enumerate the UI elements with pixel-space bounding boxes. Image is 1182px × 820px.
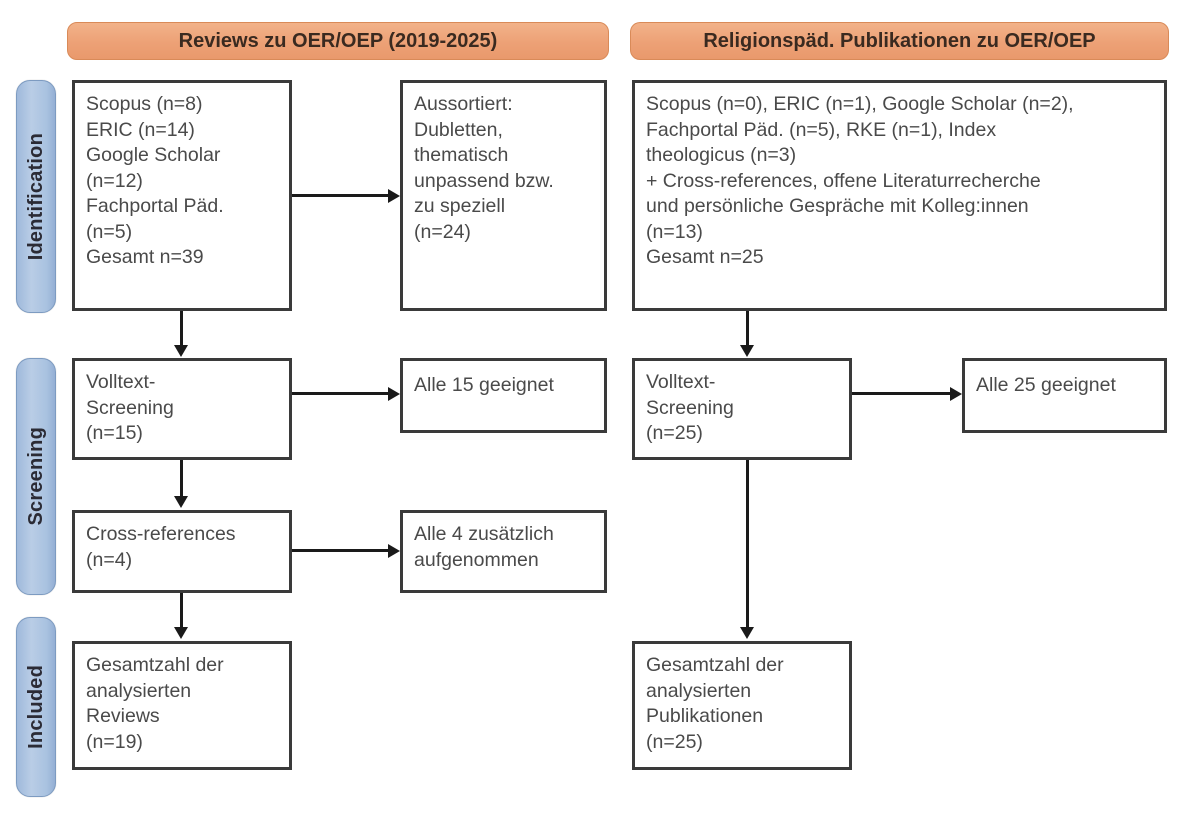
stage-label-included-text: Included xyxy=(24,665,47,749)
connector-right-screening-to-included xyxy=(746,460,749,629)
connector-left-crossrefs-to-included xyxy=(180,593,183,629)
stage-label-screening-text: Screening xyxy=(24,427,47,526)
connector-left-crossrefs-to-out xyxy=(292,549,388,552)
connector-left-screening-to-crossrefs xyxy=(180,460,183,498)
box-left-crossrefs-out-text: Alle 4 zusätzlich aufgenommen xyxy=(414,523,554,571)
box-left-screening-out-text: Alle 15 geeignet xyxy=(414,374,554,396)
box-right-screening: Volltext- Screening (n=25) xyxy=(632,358,852,460)
box-left-screening: Volltext- Screening (n=15) xyxy=(72,358,292,460)
arrowhead-left-crossrefs-to-included xyxy=(174,627,188,639)
box-left-crossrefs-text: Cross-references (n=4) xyxy=(86,523,236,571)
box-left-included-text: Gesamtzahl der analysierten Reviews (n=1… xyxy=(86,654,224,753)
box-left-excluded: Aussortiert: Dubletten, thematisch unpas… xyxy=(400,80,607,311)
box-left-crossrefs: Cross-references (n=4) xyxy=(72,510,292,593)
box-left-screening-out: Alle 15 geeignet xyxy=(400,358,607,433)
connector-left-screening-to-out xyxy=(292,392,388,395)
arrowhead-right-identification-to-screening xyxy=(740,345,754,357)
box-left-screening-text: Volltext- Screening (n=15) xyxy=(86,371,174,444)
column-header-religionspaed-label: Religionspäd. Publikationen zu OER/OEP xyxy=(703,29,1096,52)
box-right-screening-out: Alle 25 geeignet xyxy=(962,358,1167,433)
column-header-reviews: Reviews zu OER/OEP (2019-2025) xyxy=(67,22,609,60)
arrowhead-left-screening-to-crossrefs xyxy=(174,496,188,508)
connector-right-screening-to-out xyxy=(852,392,950,395)
box-right-included-text: Gesamtzahl der analysierten Publikatione… xyxy=(646,654,784,753)
connector-left-identification-to-excluded xyxy=(292,194,388,197)
arrowhead-right-screening-to-out xyxy=(950,387,962,401)
box-left-excluded-text: Aussortiert: Dubletten, thematisch unpas… xyxy=(414,93,554,243)
box-right-identification-text: Scopus (n=0), ERIC (n=1), Google Scholar… xyxy=(646,93,1074,268)
box-left-identification-text: Scopus (n=8) ERIC (n=14) Google Scholar … xyxy=(86,93,224,268)
arrowhead-left-identification-to-screening xyxy=(174,345,188,357)
stage-label-screening: Screening xyxy=(16,358,56,595)
connector-left-identification-to-screening xyxy=(180,311,183,347)
box-right-screening-text: Volltext- Screening (n=25) xyxy=(646,371,734,444)
arrowhead-left-crossrefs-to-out xyxy=(388,544,400,558)
column-header-reviews-label: Reviews zu OER/OEP (2019-2025) xyxy=(178,29,498,52)
box-left-included: Gesamtzahl der analysierten Reviews (n=1… xyxy=(72,641,292,770)
column-header-religionspaed: Religionspäd. Publikationen zu OER/OEP xyxy=(630,22,1169,60)
box-right-screening-out-text: Alle 25 geeignet xyxy=(976,374,1116,396)
stage-label-identification: Identification xyxy=(16,80,56,313)
box-left-identification: Scopus (n=8) ERIC (n=14) Google Scholar … xyxy=(72,80,292,311)
box-left-crossrefs-out: Alle 4 zusätzlich aufgenommen xyxy=(400,510,607,593)
box-right-included: Gesamtzahl der analysierten Publikatione… xyxy=(632,641,852,770)
arrowhead-left-screening-to-out xyxy=(388,387,400,401)
stage-label-included: Included xyxy=(16,617,56,797)
stage-label-identification-text: Identification xyxy=(24,132,47,261)
arrowhead-left-identification-to-excluded xyxy=(388,189,400,203)
box-right-identification: Scopus (n=0), ERIC (n=1), Google Scholar… xyxy=(632,80,1167,311)
connector-right-identification-to-screening xyxy=(746,311,749,347)
arrowhead-right-screening-to-included xyxy=(740,627,754,639)
